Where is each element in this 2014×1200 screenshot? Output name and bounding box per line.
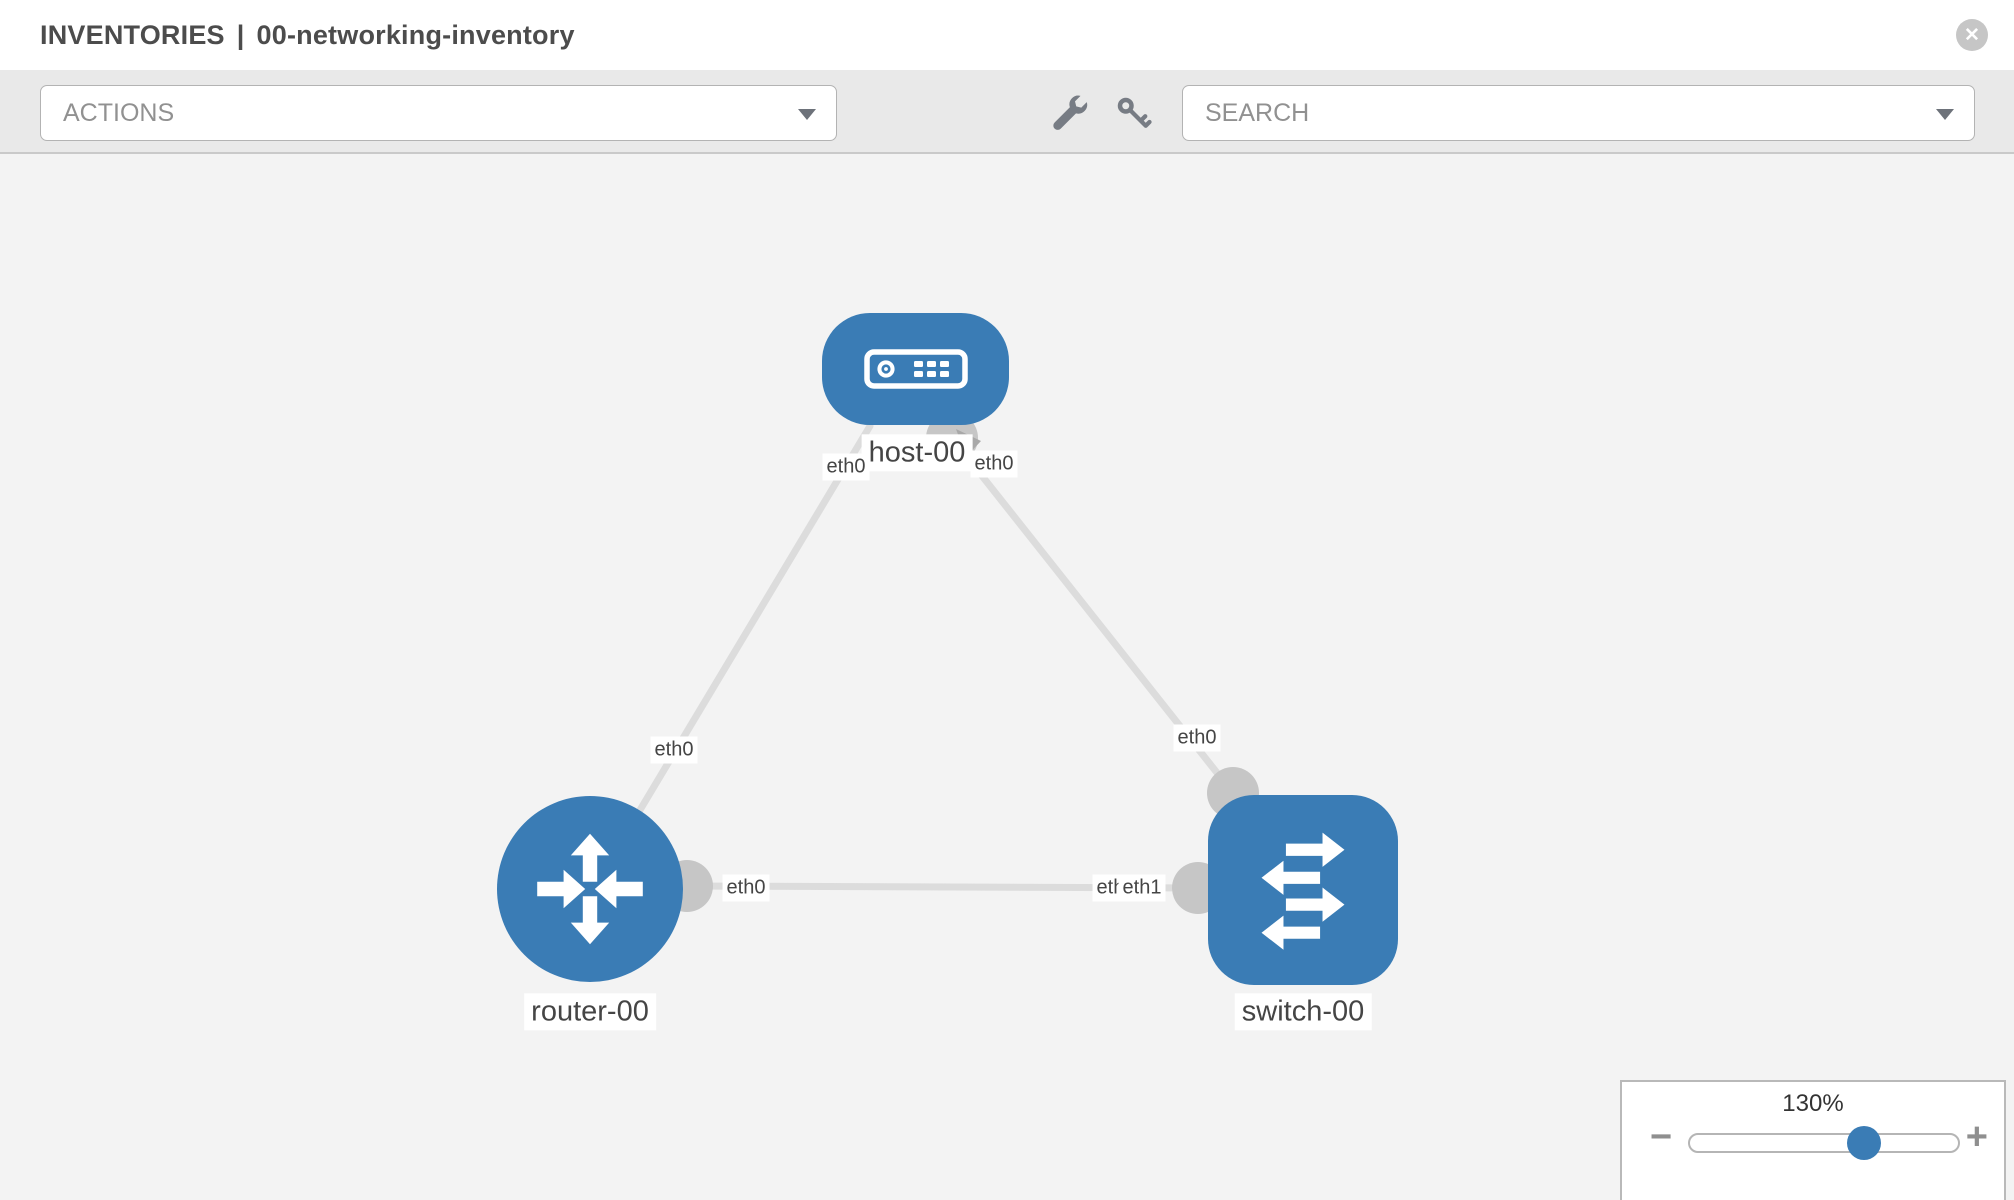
node-label-router: router-00 [524, 993, 656, 1031]
links-layer [636, 412, 1259, 914]
node-switch-00[interactable] [1208, 795, 1398, 985]
switch-icon [1261, 832, 1345, 950]
actions-dropdown[interactable]: ACTIONS [40, 85, 837, 141]
wrench-glyph [1053, 95, 1088, 130]
search-dropdown[interactable]: SEARCH [1182, 85, 1975, 141]
inventory-name: 00-networking-inventory [256, 19, 575, 50]
node-label-host: host-00 [861, 434, 973, 472]
node-label-switch: switch-00 [1234, 993, 1372, 1031]
key-icon[interactable] [1112, 92, 1152, 132]
interface-label-host-eth0-right: eth0 [970, 450, 1018, 478]
close-glyph: ✕ [1964, 24, 1980, 46]
wrench-icon[interactable] [1049, 92, 1089, 132]
chevron-down-icon [1936, 109, 1954, 120]
chevron-down-icon [798, 109, 816, 120]
zoom-level-text: 130% [1782, 1090, 1844, 1117]
zoom-in-button[interactable]: + [1965, 1116, 1988, 1158]
page-title-separator: | [236, 19, 245, 50]
zoom-out-button[interactable]: − [1650, 1116, 1673, 1158]
zoom-control-panel: 130% − + [1620, 1080, 2006, 1200]
zoom-slider-track[interactable] [1688, 1133, 1960, 1153]
page-title-prefix: INVENTORIES [40, 19, 225, 50]
host-icon [863, 349, 968, 389]
close-icon[interactable]: ✕ [1956, 19, 1988, 51]
page-title: INVENTORIES | 00-networking-inventory [40, 0, 575, 70]
zoom-slider-thumb[interactable] [1847, 1126, 1881, 1160]
titlebar: INVENTORIES | 00-networking-inventory ✕ [0, 0, 2014, 70]
interface-label-host-eth0-left: eth0 [822, 453, 870, 481]
interface-label-router-eth0-top: eth0 [650, 736, 698, 764]
interface-label-switch-eth1: eth1 [1118, 874, 1166, 902]
interface-label-router-eth0-right: eth0 [722, 874, 770, 902]
interface-label-switch-eth0-top: eth0 [1173, 724, 1221, 752]
node-router-00[interactable] [497, 796, 683, 982]
toolbar: ACTIONS SEARCH [0, 70, 2014, 154]
key-glyph [1117, 97, 1152, 128]
node-host-00[interactable] [822, 313, 1009, 425]
search-dropdown-label: SEARCH [1205, 98, 1310, 127]
topology-canvas[interactable]: host-00 router-00 switch-00 eth0 eth0 et… [0, 154, 2014, 1200]
actions-dropdown-label: ACTIONS [63, 98, 175, 127]
router-icon [537, 833, 643, 945]
